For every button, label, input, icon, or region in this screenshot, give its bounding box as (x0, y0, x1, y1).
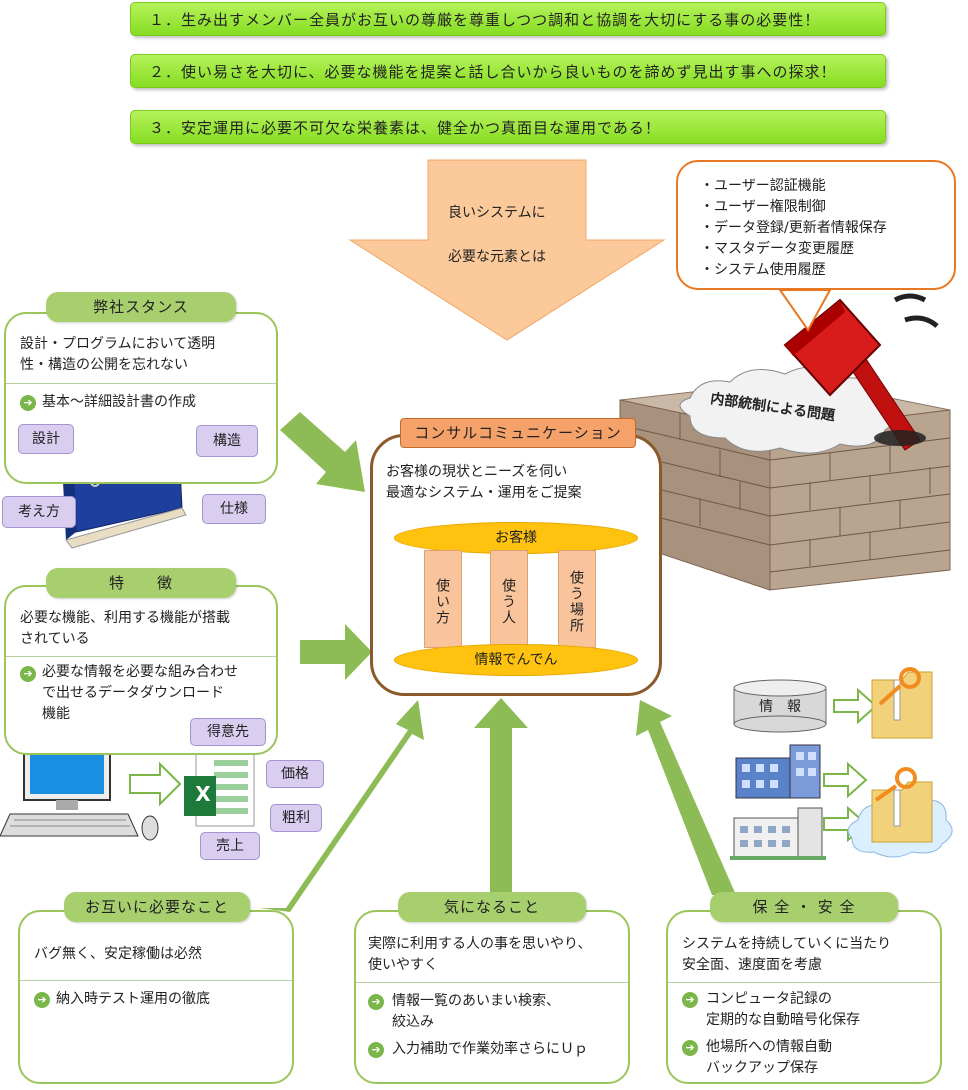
concern-bullet-1a: 情報一覧のあいまい検索、 (392, 993, 560, 1009)
features-bullet-2: で出せるデータダウンロード (42, 685, 224, 701)
security-panel (666, 910, 942, 1084)
down-arrow (348, 159, 666, 341)
tag-structure: 構造 (196, 425, 258, 457)
bullet-arrow-icon: ➔ (682, 992, 698, 1008)
hospital-building-icon (730, 807, 826, 860)
stance-text-1: 設計・プログラムにおいて透明 (20, 336, 216, 352)
hammer-icon (783, 293, 939, 451)
zip-folder-icon (871, 667, 933, 739)
security-bullet-2b: バックアップ保存 (706, 1060, 818, 1076)
bullet-arrow-icon: ➔ (34, 992, 50, 1008)
security-bullet-1a: コンピュータ記録の (706, 991, 832, 1007)
risk-list: ・ユーザー認証機能 ・ユーザー権限制御 ・データ登録/更新者情報保存 ・マスタデ… (700, 176, 887, 281)
principle-banner-3: ３．安定運用に必要不可欠な栄養素は、健全かつ真面目な運用である！ (130, 110, 886, 144)
security-separator (668, 982, 940, 983)
stance-bullet: 基本～詳細設計書の作成 (42, 394, 196, 410)
mutual-text: バグ無く、安定稼働は必然 (34, 946, 202, 962)
tag-spec: 仕様 (202, 494, 266, 524)
consult-text-1: お客様の現状とニーズを伺い (386, 464, 568, 480)
pillar-place: 使う場所 (558, 550, 596, 648)
bullet-arrow-icon: ➔ (368, 994, 384, 1010)
concern-title: 気になること (398, 892, 586, 922)
arrow-concern-to-consult (474, 698, 528, 895)
arrow-mutual-to-consult (260, 700, 424, 912)
bullet-arrow-icon: ➔ (20, 666, 36, 682)
pillar-user: 使う人 (490, 550, 528, 648)
concern-panel (354, 910, 630, 1084)
concern-separator (356, 982, 628, 983)
concern-bullet-1b: 絞込み (392, 1014, 434, 1030)
consult-title: コンサルコミュニケーション (400, 418, 636, 448)
stance-title: 弊社スタンス (46, 292, 236, 322)
stance-text-2: 性・構造の公開を忘れない (20, 357, 188, 373)
risk-speech-bubble (676, 160, 956, 290)
concern-text-1: 実際に利用する人の事を思いやり、 (368, 936, 592, 952)
problem-cloud (679, 366, 898, 454)
info-ellipse: 情報でんでん (394, 644, 638, 676)
features-bullet-3: 機能 (42, 706, 70, 722)
risk-item: ・ユーザー認証機能 (700, 178, 826, 194)
features-separator (6, 656, 276, 657)
database-label: 情 報 (759, 699, 801, 715)
consult-text-2: 最適なシステム・運用をご提案 (386, 485, 582, 501)
tag-margin: 粗利 (270, 804, 322, 832)
mutual-title: お互いに必要なこと (64, 892, 250, 922)
hollow-arrows (129, 687, 878, 843)
risk-item: ・システム使用履歴 (700, 262, 826, 278)
principle-banner-1: １．生み出すメンバー全員がお互いの尊厳を尊重しつつ調和と協調を大切にする事の必要… (130, 2, 886, 36)
mutual-bullet: 納入時テスト運用の徹底 (56, 991, 210, 1007)
zip-folder-icon-2 (871, 767, 933, 843)
security-title: 保 全 ・ 安 全 (710, 892, 898, 922)
arrow-features-to-consult (300, 624, 372, 680)
office-building-icon (735, 744, 821, 799)
pillar-how-to-use: 使い方 (424, 550, 462, 648)
concern-text-2: 使いやすく (368, 957, 438, 973)
excel-icon (184, 751, 255, 827)
excel-letter: X (195, 782, 211, 806)
arrow-security-to-consult (636, 700, 736, 895)
security-text-2: 安全面、速度面を考慮 (682, 957, 822, 973)
customer-ellipse: お客様 (394, 522, 638, 554)
arrow-text-line1: 良いシステムに (448, 205, 546, 221)
stance-separator (6, 383, 276, 384)
concern-bullet-2: 入力補助で作業効率さらにＵｐ (392, 1041, 588, 1057)
security-text-1: システムを持続していくに当たり (682, 936, 892, 952)
arrow-stance-to-consult (280, 412, 365, 492)
database-icon (733, 679, 827, 733)
tag-sales: 売上 (200, 832, 260, 860)
bullet-arrow-icon: ➔ (682, 1040, 698, 1056)
tag-customer: 得意先 (190, 718, 266, 746)
risk-item: ・データ登録/更新者情報保存 (700, 220, 887, 236)
tag-price: 価格 (266, 760, 324, 788)
security-bullet-2a: 他場所への情報自動 (706, 1039, 832, 1055)
features-bullet-1: 必要な情報を必要な組み合わせ (42, 664, 238, 680)
bullet-arrow-icon: ➔ (20, 395, 36, 411)
arrow-text-line2: 必要な元素とは (448, 249, 546, 265)
security-bullet-1b: 定期的な自動暗号化保存 (706, 1012, 860, 1028)
features-title: 特 徴 (46, 568, 236, 598)
features-text-1: 必要な機能、利用する機能が搭載 (20, 610, 230, 626)
risk-item: ・マスタデータ変更履歴 (700, 241, 854, 257)
tag-design: 設計 (18, 424, 74, 454)
bullet-arrow-icon: ➔ (368, 1042, 384, 1058)
risk-item: ・ユーザー権限制御 (700, 199, 826, 215)
connector-arrows (260, 412, 736, 912)
principle-banner-2: ２．使い易さを大切に、必要な機能を提案と話し合いから良いものを諦めず見出す事への… (130, 54, 886, 88)
features-text-2: されている (20, 631, 90, 647)
mutual-separator (20, 980, 292, 981)
mutual-panel (18, 910, 294, 1084)
tag-thinking: 考え方 (2, 496, 76, 528)
